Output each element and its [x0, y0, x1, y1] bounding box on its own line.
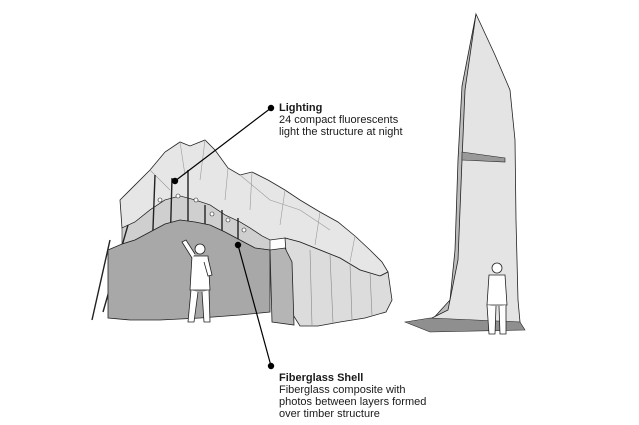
leader-lines — [171, 104, 275, 370]
lights — [157, 193, 247, 233]
shell-skirt-folds — [309, 249, 373, 326]
wall-panel — [107, 219, 271, 321]
wall-panel-right — [269, 247, 295, 326]
shell-skirt — [284, 237, 393, 327]
lighting-target-dot — [171, 177, 179, 185]
callout-fiberglass-line-3: over timber structure — [279, 408, 380, 420]
lighting-leader-dot — [267, 104, 275, 112]
person-figure — [181, 239, 213, 323]
callout-lighting-title: Lighting — [279, 102, 323, 114]
tower-notch — [461, 151, 506, 163]
fiberglass-leader-dot — [267, 362, 275, 370]
person-figure-tower — [486, 262, 508, 335]
pavilion — [91, 139, 393, 327]
lighting-leader — [174, 107, 272, 182]
callout-lighting-line-2: light the structure at night — [279, 126, 403, 138]
tower — [403, 12, 526, 335]
callout-lighting-line-1: 24 compact fluorescents — [279, 114, 399, 126]
fiberglass-leader — [237, 244, 272, 367]
fiberglass-target-dot — [234, 241, 242, 249]
callout-fiberglass-title: Fiberglass Shell — [279, 372, 364, 384]
callout-fiberglass-line-2: photos between layers formed — [279, 396, 427, 408]
callout-fiberglass-line-1: Fiberglass composite with — [279, 384, 406, 396]
callout-lighting: Lighting 24 compact fluorescents light t… — [279, 102, 479, 138]
callout-fiberglass: Fiberglass Shell Fiberglass composite wi… — [279, 372, 509, 420]
